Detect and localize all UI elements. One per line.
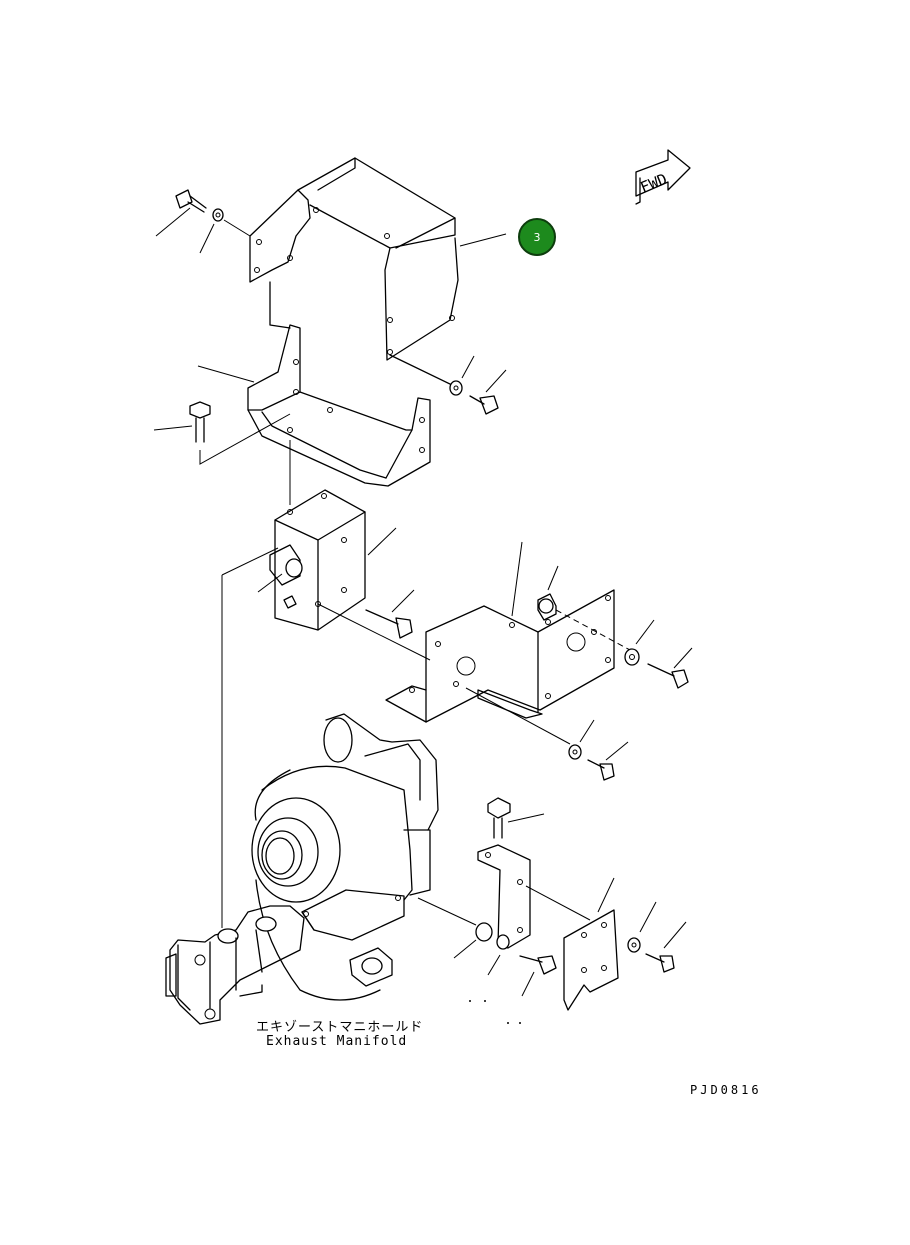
heat-shield-cover — [249, 157, 459, 386]
fwd-label: FWD — [638, 170, 670, 197]
bolt-far-right — [624, 619, 693, 689]
bolt-lower-right — [568, 719, 629, 781]
bolt-middle-left — [153, 401, 291, 465]
lower-bracket — [417, 844, 619, 1011]
turbocharger — [251, 713, 439, 1001]
mid-bracket — [257, 489, 431, 661]
caption-english: Exhaust Manifold — [266, 1034, 408, 1049]
spacer-right — [537, 565, 631, 651]
right-bracket — [385, 541, 615, 745]
fwd-arrow-icon: FWD — [635, 149, 691, 205]
part-callout-number: 3 — [533, 230, 541, 244]
bolt-mid — [365, 589, 415, 639]
bolt-lower-bracket-top — [487, 797, 545, 839]
bolt-lower-mid — [519, 955, 557, 997]
bolt-cover-right — [449, 355, 507, 415]
lower-shield — [197, 324, 431, 487]
caption-japanese: エキゾーストマニホールド — [256, 1020, 424, 1035]
drawing-code: PJD0816 — [690, 1083, 762, 1097]
bolt-lower-far-right — [627, 901, 687, 973]
part-callout-3[interactable]: 3 — [518, 218, 556, 256]
bolt-top-left — [155, 189, 251, 254]
exhaust-manifold — [165, 905, 305, 1025]
